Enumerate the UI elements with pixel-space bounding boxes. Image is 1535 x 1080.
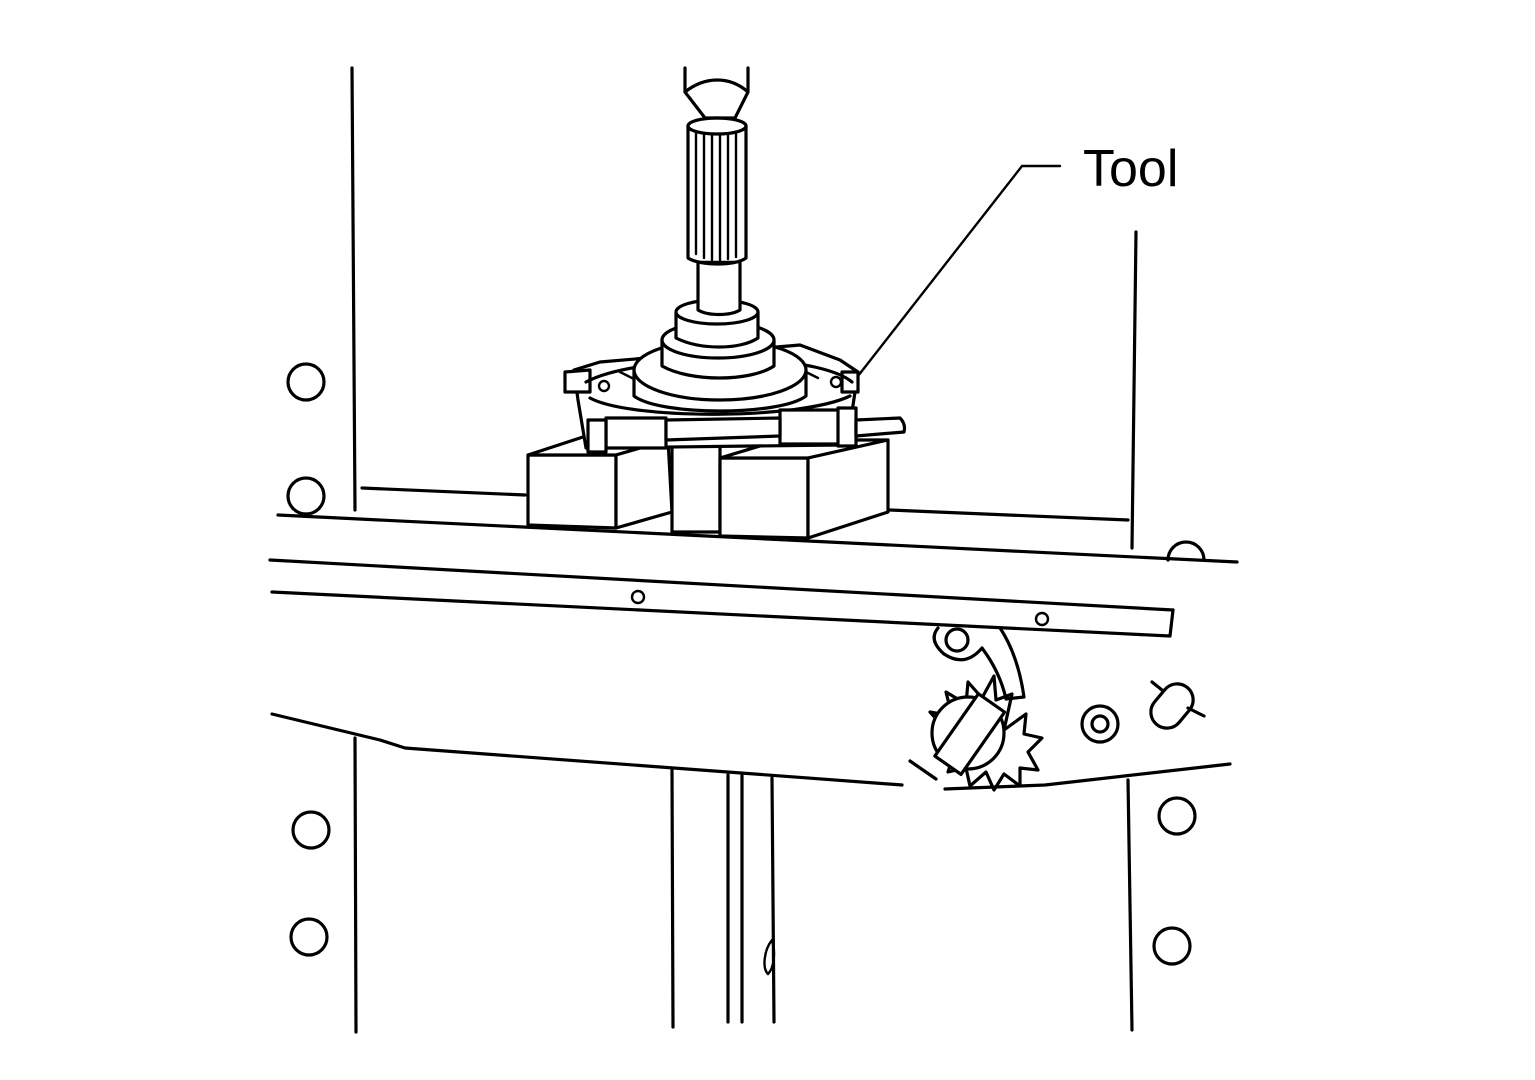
press-bed: [268, 513, 1239, 791]
press-ram: [683, 66, 750, 120]
support-blocks: [526, 434, 890, 540]
press-frame-lower: [353, 736, 1134, 1034]
ratchet-mechanism: [908, 626, 1206, 792]
splined-shaft: [686, 116, 748, 317]
press-frame-upper: [350, 66, 1138, 550]
frame-holes: [286, 362, 1206, 966]
tool-callout: Tool: [856, 140, 1178, 378]
tool-label: Tool: [1083, 140, 1178, 198]
stepped-adapter: [632, 298, 808, 413]
